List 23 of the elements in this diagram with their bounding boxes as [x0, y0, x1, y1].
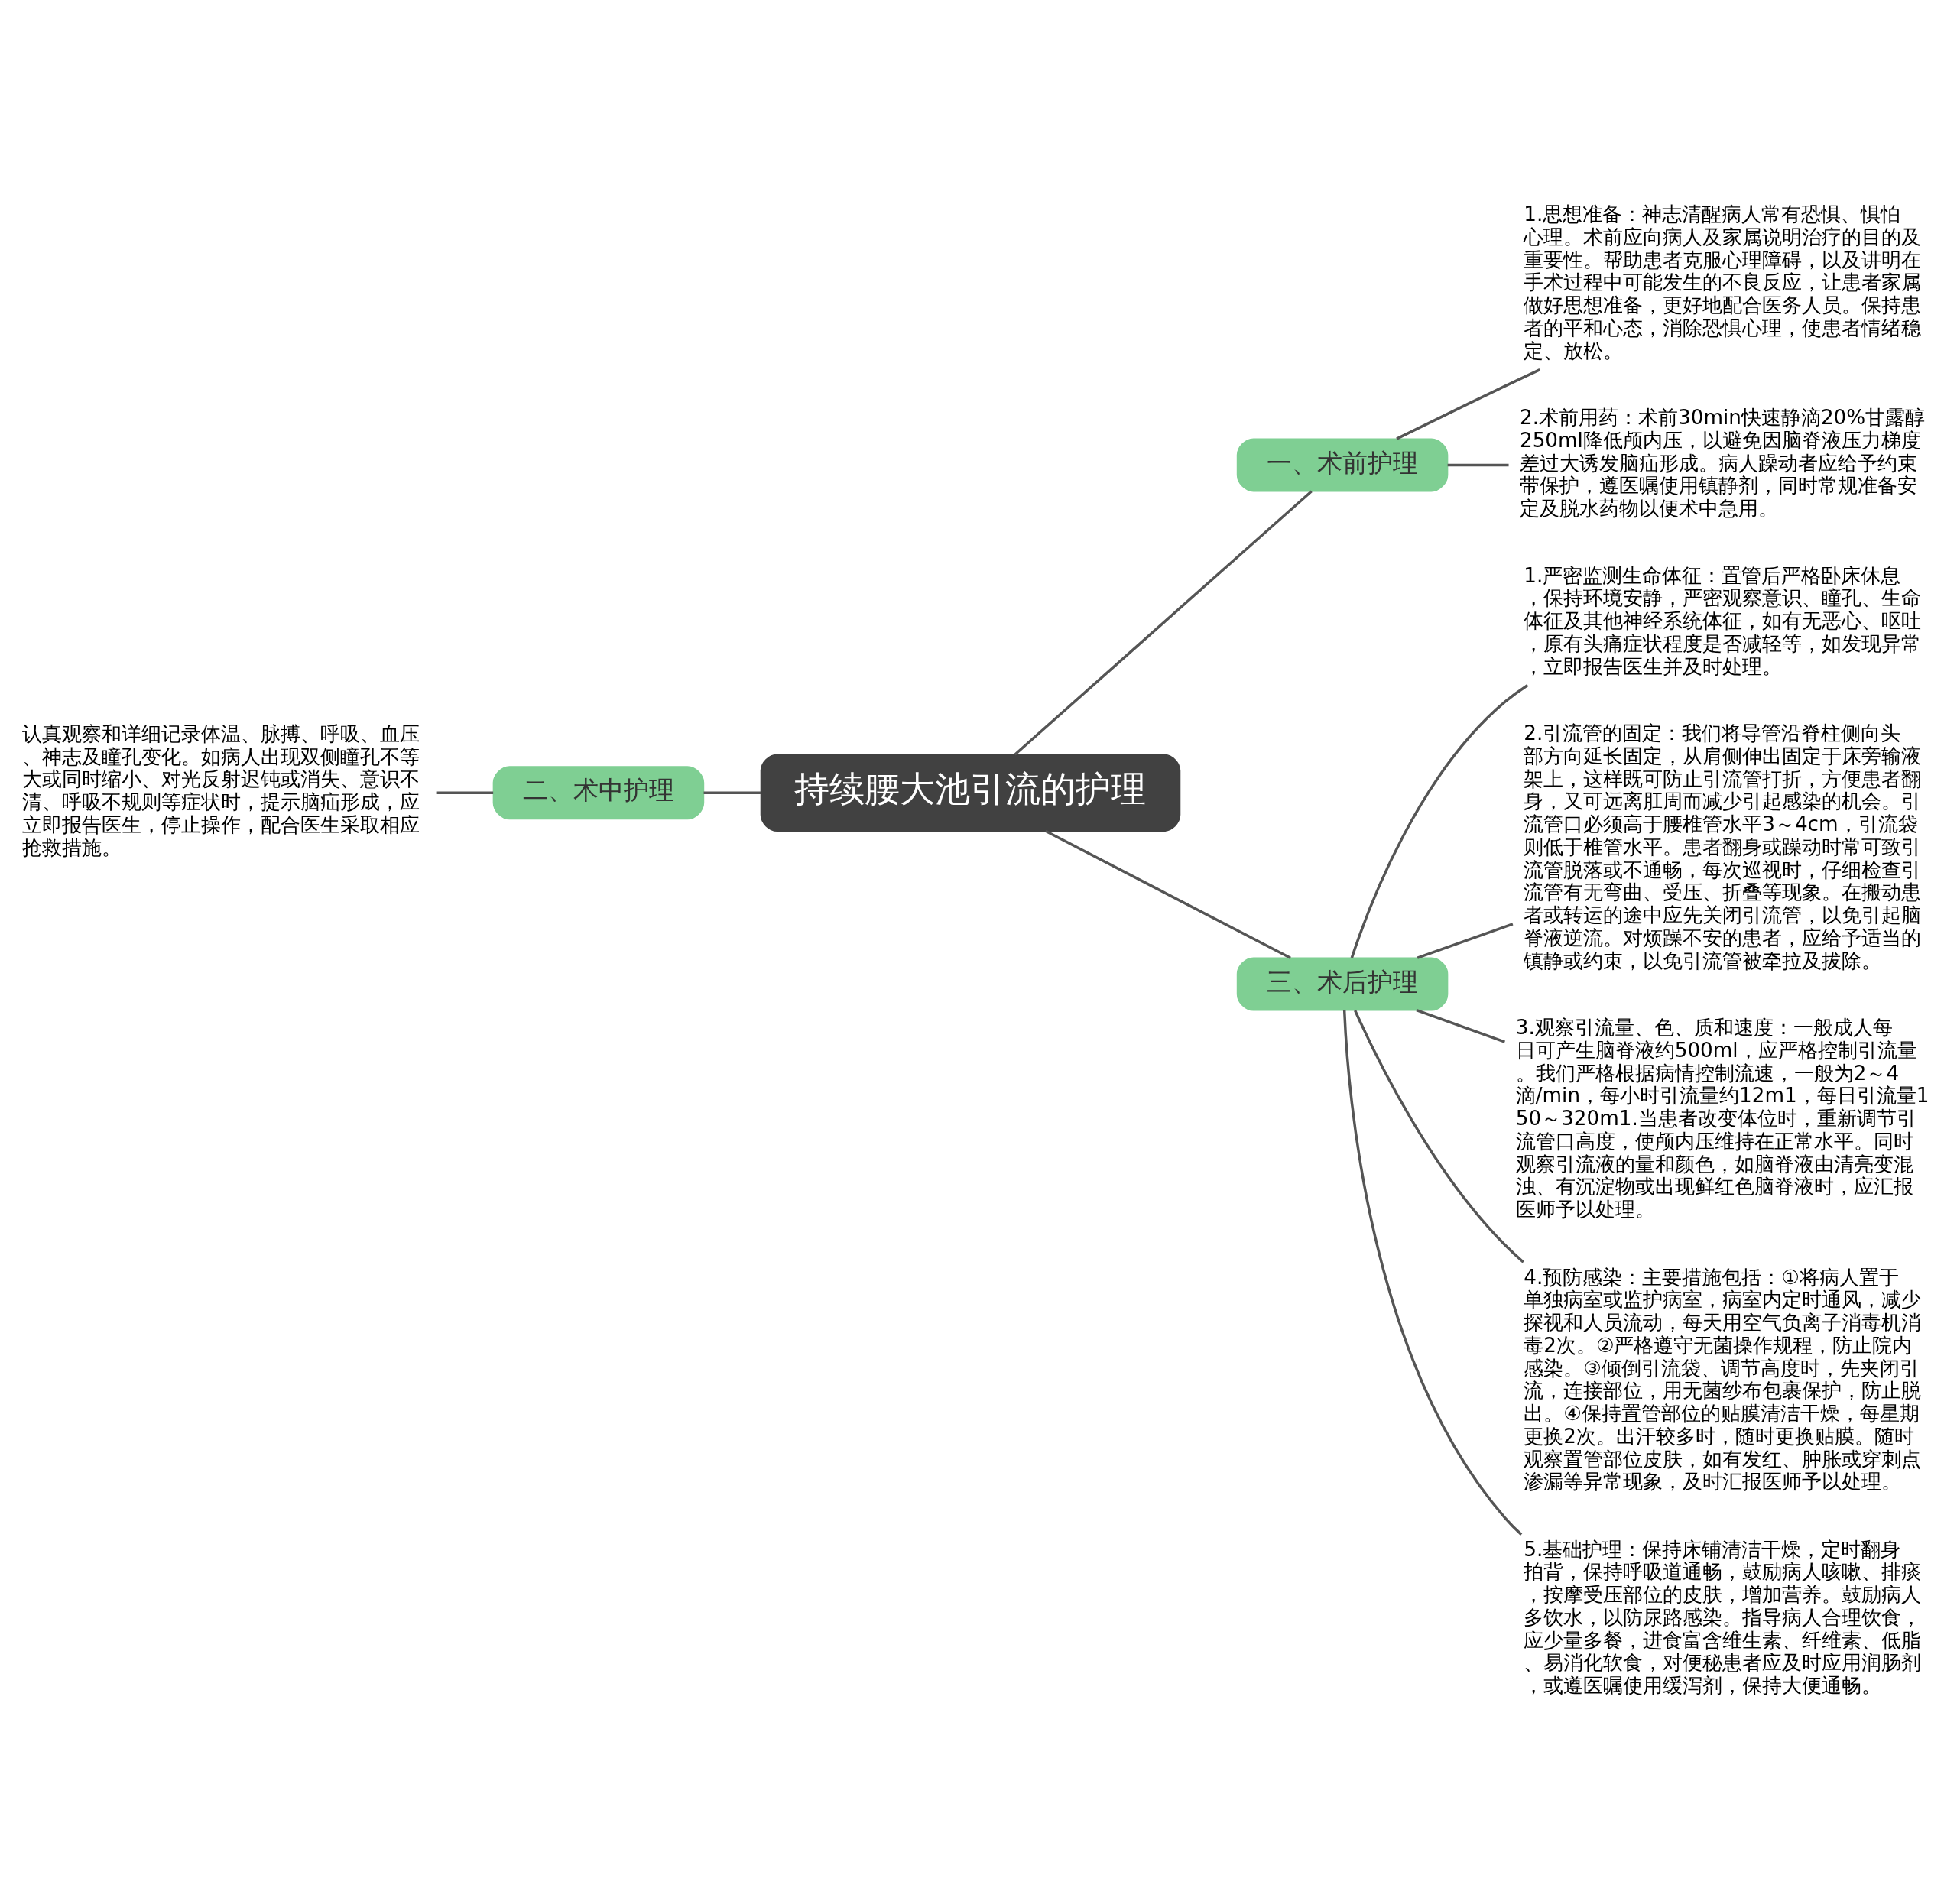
node-text: 5.基础护理：保持床铺清洁干燥，定时翻身拍背，保持呼吸道通畅，鼓励病人咳嗽、排痰，按摩受压部位的皮肤，增加营养。鼓励病人多饮水，以防尿路感染。指导病人合理饮食，应少量多餐，进食富含维生素、纤维素、低脂、易消化软食，对便秘患者应及时应用润肠剂，或遵医嘱使用缓泻剂，保持大便通畅。 [1524, 1537, 1922, 1698]
connector [1447, 463, 1509, 467]
connector [436, 791, 494, 794]
node-text: 认真观察和详细记录体温、脉搏、呼吸、血压、神志及瞳孔变化。如病人出现双侧瞳孔不等大或同时缩小、对光反射迟钝或消失、意识不清、呼吸不规则等症状时，提示脑疝形成，应立即报告医生，停止操作，配合医生采取相应抢救措施。 [22, 722, 420, 859]
node-text: 1.思想准备：神志清醒病人常有恐惧、惧怕心理。术前应向病人及家属说明治疗的目的及重要性。帮助患者克服心理障碍，以及讲明在手术过程中可能发生的不良反应，让患者家属做好思想准备，更好地配合医务人员。保持患者的平和心态，消除恐惧心理，使患者情绪稳定、放松。 [1524, 203, 1922, 362]
connector [1416, 1009, 1505, 1043]
connector [1014, 490, 1313, 756]
node-text: 2.引流管的固定：我们将导管沿脊柱侧向头部方向延长固定，从肩侧伸出固定于床旁输液架上，这样既可防止引流管打折，方便患者翻身，又可远离肛周而减少引起感染的机会。引流管口必须高于腰椎管水平3～4cm，引流袋则低于椎管水平。患者翻身或躁动时常可致引流管脱落或不通畅，每次巡视时，仔细检查引流管有无弯曲、受压、折叠等现象。在搬动患者或转运的途中应先关闭引流管，以免引起脑脊液逆流。对烦躁不安的患者，应给予适当的镇静或约束，以免引流管被牵拉及拔除。 [1524, 722, 1922, 972]
node-text: 1.严密监测生命体征：置管后严格卧床休息，保持环境安静，严密观察意识、瞳孔、生命体征及其他神经系统体征，如有无恶心、呕吐，原有头痛症状程度是否减轻等，如发现异常，立即报告医生并及时处理。 [1524, 563, 1922, 678]
connector [703, 791, 761, 794]
connector [1354, 1010, 1524, 1263]
connector [1342, 1010, 1523, 1536]
connector [1417, 923, 1514, 959]
node-box: 一、术前护理 [1236, 438, 1449, 492]
connector [1045, 829, 1291, 959]
node-text: 2.术前用药：术前30min快速静滴20%甘露醇250ml降低颅内压，以避免因脑脊液压力梯度差过大诱发脑疝形成。病人躁动者应给予约束带保护，遵医嘱使用镇静剂，同时常规准备安定及脱水药物以便术中急用。 [1519, 406, 1926, 521]
node-text: 3.观察引流量、色、质和速度：一般成人每日可产生脑脊液约500ml，应严格控制引流量。我们严格根据病情控制流速，一般为2～4滴/min，每小时引流量约12m1，每日引流量150～320m1.当患者改变体位时，重新调节引流管口高度，使颅内压维持在正常水平。同时观察引流液的量和颜色，如脑脊液由清亮变混浊、有沉淀物或出现鲜红色脑脊液时，应汇报医师予以处理。 [1515, 1016, 1929, 1221]
node-box: 三、术后护理 [1236, 957, 1449, 1011]
node-box: 持续腰大池引流的护理 [760, 754, 1181, 832]
connector [1396, 368, 1540, 440]
connector [1350, 683, 1529, 958]
node-box: 二、术中护理 [492, 766, 705, 820]
node-text: 4.预防感染：主要措施包括：①将病人置于单独病室或监护病室，病室内定时通风，减少探视和人员流动，每天用空气负离子消毒机消毒2次。②严格遵守无菌操作规程，防止院内感染。③倾倒引流袋、调节高度时，先夹闭引流，连接部位，用无菌纱布包裹保护，防止脱出。④保持置管部位的贴膜清洁干燥，每星期更换2次。出汗较多时，随时更换贴膜。随时观察置管部位皮肤，如有发红、肿胀或穿刺点渗漏等异常现象，及时汇报医师予以处理。 [1524, 1265, 1922, 1494]
